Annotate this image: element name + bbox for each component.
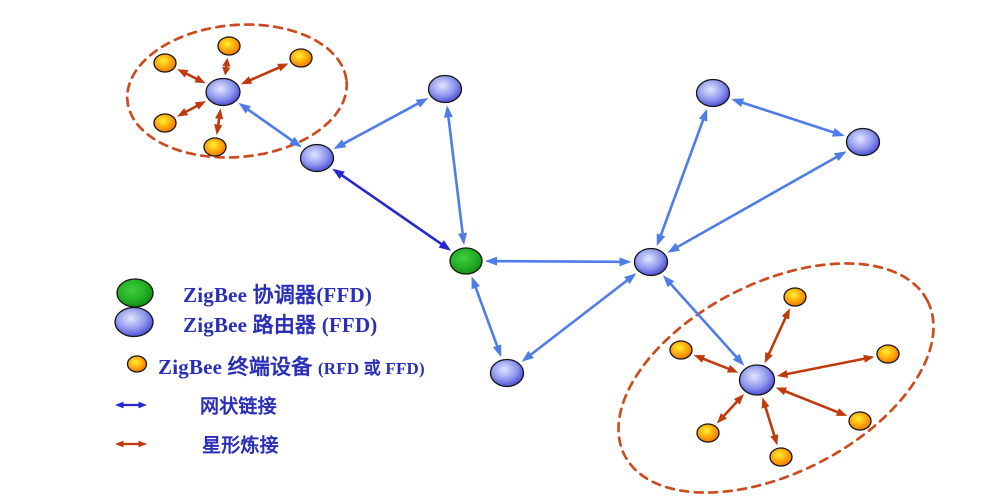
star-link-line (721, 399, 740, 419)
router-node (633, 247, 669, 277)
arrowhead (732, 353, 745, 366)
arrowhead (332, 168, 345, 180)
arrowhead (775, 387, 788, 396)
end-device-node (153, 53, 177, 73)
arrowhead (863, 354, 875, 363)
end-device-node (696, 423, 720, 443)
star-link-line (767, 315, 788, 357)
end-device-node (848, 411, 872, 431)
mesh-link-line (473, 285, 499, 349)
arrowhead (770, 434, 779, 446)
arrowhead (458, 232, 468, 246)
router-node (845, 127, 881, 157)
arrowhead (194, 101, 206, 110)
arrowhead (443, 105, 453, 118)
arrowhead (215, 108, 224, 120)
mesh-link-line (740, 100, 836, 135)
end-device-node (289, 48, 313, 68)
arrowhead (662, 275, 675, 288)
arrowhead (177, 69, 189, 78)
router-node (427, 74, 463, 104)
mesh-link-line (659, 117, 705, 238)
arrowhead (289, 136, 302, 148)
arrowhead (438, 240, 452, 251)
arrowhead (277, 63, 289, 72)
mesh-link-line (668, 281, 739, 360)
arrowhead (777, 369, 789, 379)
star-link-line (701, 356, 731, 371)
star-link-line (763, 405, 777, 438)
legend-end-device-icon (126, 355, 148, 373)
router-node (738, 364, 776, 396)
arrowhead (115, 440, 124, 448)
arrowhead (194, 74, 206, 84)
arrowhead (176, 108, 189, 117)
mesh-link-line (675, 155, 839, 249)
router-node (205, 77, 241, 107)
end-device-node (217, 36, 241, 56)
arrowhead (835, 408, 848, 416)
arrowhead (333, 139, 347, 150)
arrowhead (833, 151, 847, 162)
end-device-node (876, 344, 900, 364)
arrowhead (222, 66, 231, 76)
arrowhead (619, 257, 632, 267)
arrowhead (492, 344, 502, 358)
arrowhead (415, 97, 429, 108)
mesh-link-line (446, 115, 465, 236)
star-cluster-top-left (125, 23, 349, 159)
legend-coordinator-icon (116, 278, 154, 308)
mesh-link-line (341, 101, 421, 146)
star-link-line (184, 71, 199, 81)
end-device-node (203, 137, 227, 157)
star-link-line (783, 389, 840, 414)
mesh-link-line (528, 278, 630, 357)
end-device-node (669, 340, 693, 360)
arrowhead (240, 76, 253, 85)
star-link-line (183, 103, 200, 114)
star-link-line (248, 65, 282, 83)
arrowhead (471, 276, 480, 290)
router-node (299, 143, 335, 173)
arrowhead (761, 397, 770, 409)
arrowhead (214, 124, 223, 136)
arrowhead (484, 256, 498, 266)
arrowhead (731, 98, 745, 107)
arrowhead (667, 242, 681, 253)
arrowhead (764, 351, 773, 364)
arrowhead (716, 412, 727, 424)
arrowhead (781, 308, 790, 320)
router-node (695, 78, 731, 108)
mesh-link-line (494, 259, 622, 264)
mesh-link-line (245, 107, 295, 143)
mesh-link-line (339, 173, 444, 247)
end-device-node (783, 287, 807, 307)
arrowhead (693, 355, 706, 363)
arrowhead (726, 364, 739, 373)
router-node (489, 358, 525, 388)
coordinator-node (449, 247, 483, 275)
legend-router-icon (114, 306, 154, 338)
star-cluster-bottom-right (617, 262, 935, 494)
arrowhead (138, 401, 147, 409)
arrowhead (698, 108, 708, 122)
arrowhead (115, 401, 124, 409)
end-device-node (153, 113, 177, 133)
arrowhead (831, 128, 845, 137)
arrowhead (521, 350, 534, 362)
arrowhead (222, 57, 231, 67)
end-device-node (769, 447, 793, 467)
arrowhead (656, 233, 666, 247)
arrowhead (624, 273, 637, 285)
arrowhead (733, 394, 744, 405)
arrowhead (138, 440, 147, 448)
arrowhead (238, 102, 251, 114)
star-link-line (785, 357, 867, 376)
